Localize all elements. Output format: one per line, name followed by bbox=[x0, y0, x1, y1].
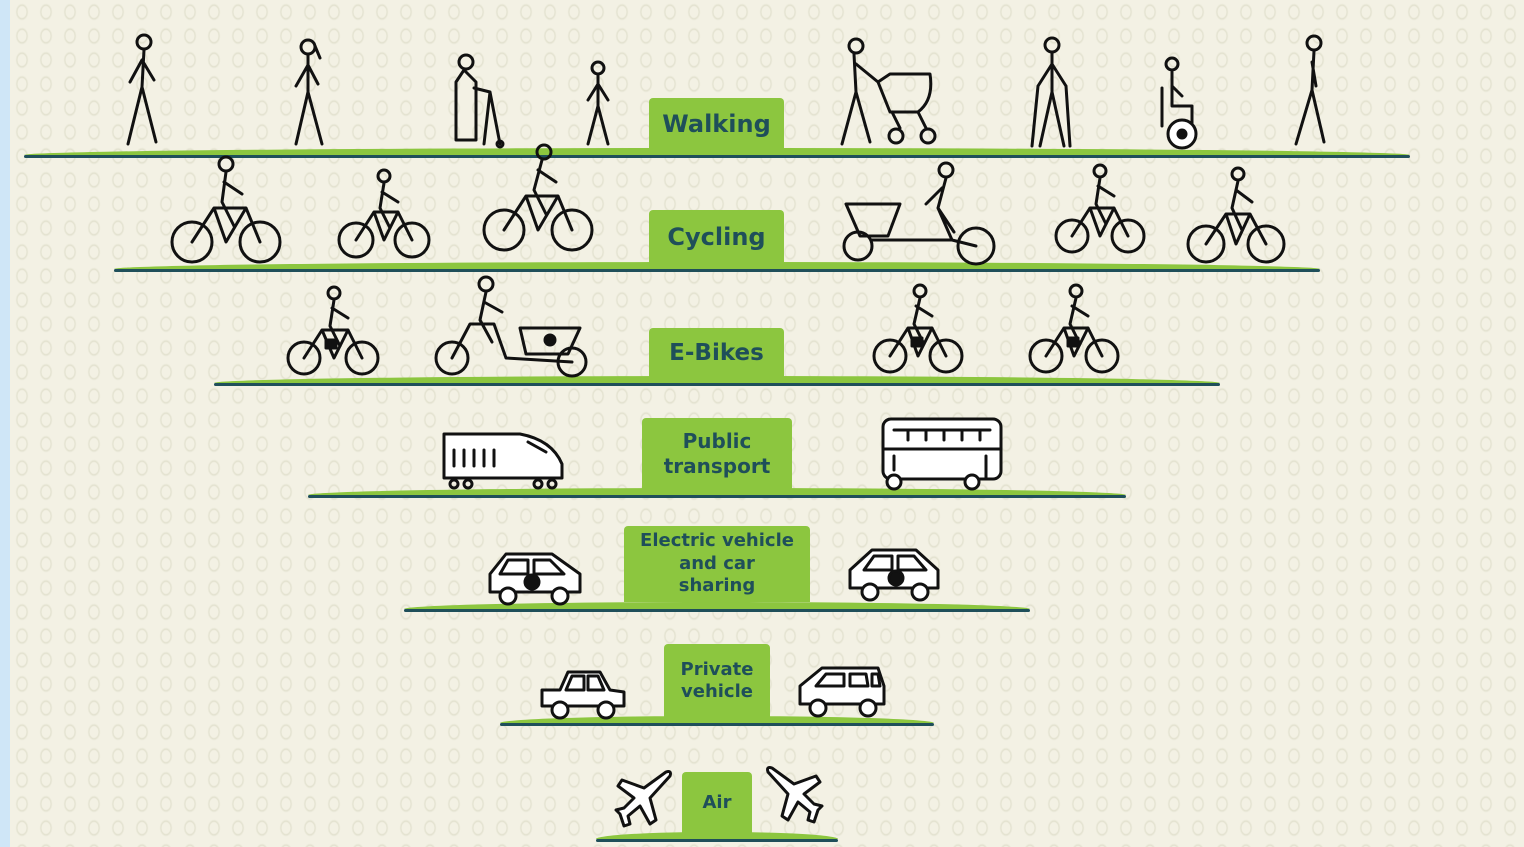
ebike-rider-icon bbox=[870, 282, 966, 376]
tier-label-public-transport: Public transport bbox=[642, 418, 792, 490]
double-decker-bus-icon bbox=[880, 416, 1004, 492]
ground-line bbox=[214, 376, 1220, 386]
cargo-bike-icon bbox=[842, 160, 1004, 268]
ground-line bbox=[24, 148, 1410, 158]
cyclist-icon bbox=[1054, 162, 1146, 256]
tier-label-electric-vehicle: Electric vehicle and car sharing bbox=[624, 526, 810, 602]
tier-ebikes: E-Bikes bbox=[214, 272, 1220, 386]
tier-label-cycling: Cycling bbox=[649, 210, 784, 264]
electric-car-icon bbox=[846, 544, 942, 602]
airplane-icon bbox=[614, 766, 674, 828]
tier-label-air: Air bbox=[682, 772, 752, 834]
person-walking-icon bbox=[282, 38, 334, 148]
ebike-rider-icon bbox=[286, 284, 380, 378]
cyclist-icon bbox=[482, 142, 594, 254]
tier-walking: Walking bbox=[24, 30, 1410, 158]
ground-line bbox=[308, 488, 1126, 498]
airplane-icon bbox=[764, 762, 826, 824]
car-icon bbox=[796, 662, 888, 718]
cyclist-icon bbox=[1186, 164, 1286, 266]
person-pushing-pram-icon bbox=[834, 37, 946, 150]
wheelchair-user-icon bbox=[1152, 56, 1206, 150]
tier-air: Air bbox=[596, 762, 838, 842]
cyclist-icon bbox=[336, 166, 432, 260]
cargo-ebike-icon bbox=[434, 274, 592, 380]
car-icon bbox=[538, 666, 628, 720]
tier-label-ebikes: E-Bikes bbox=[649, 328, 784, 378]
person-walking-icon bbox=[116, 32, 168, 148]
train-icon bbox=[440, 430, 566, 490]
person-with-walking-poles-icon bbox=[1024, 36, 1082, 150]
tier-public-transport: Public transport bbox=[308, 410, 1126, 498]
person-walking-icon bbox=[1286, 34, 1338, 148]
child-walking-icon bbox=[576, 60, 620, 148]
tier-private-vehicle: Private vehicle bbox=[500, 640, 934, 726]
elderly-person-walker-icon bbox=[444, 52, 508, 149]
ground-line bbox=[404, 602, 1030, 612]
ground-line bbox=[114, 262, 1320, 272]
electric-car-icon bbox=[486, 548, 584, 606]
ebike-rider-icon bbox=[1026, 282, 1122, 376]
ground-line bbox=[500, 716, 934, 726]
transport-hierarchy-diagram: Walking Cycling bbox=[10, 0, 1524, 847]
tier-label-private-vehicle: Private vehicle bbox=[664, 644, 770, 718]
tier-electric-vehicle: Electric vehicle and car sharing bbox=[404, 524, 1030, 612]
ground-line bbox=[596, 832, 838, 842]
cyclist-icon bbox=[170, 154, 282, 266]
tier-label-walking: Walking bbox=[649, 98, 784, 150]
tier-cycling: Cycling bbox=[114, 143, 1320, 272]
